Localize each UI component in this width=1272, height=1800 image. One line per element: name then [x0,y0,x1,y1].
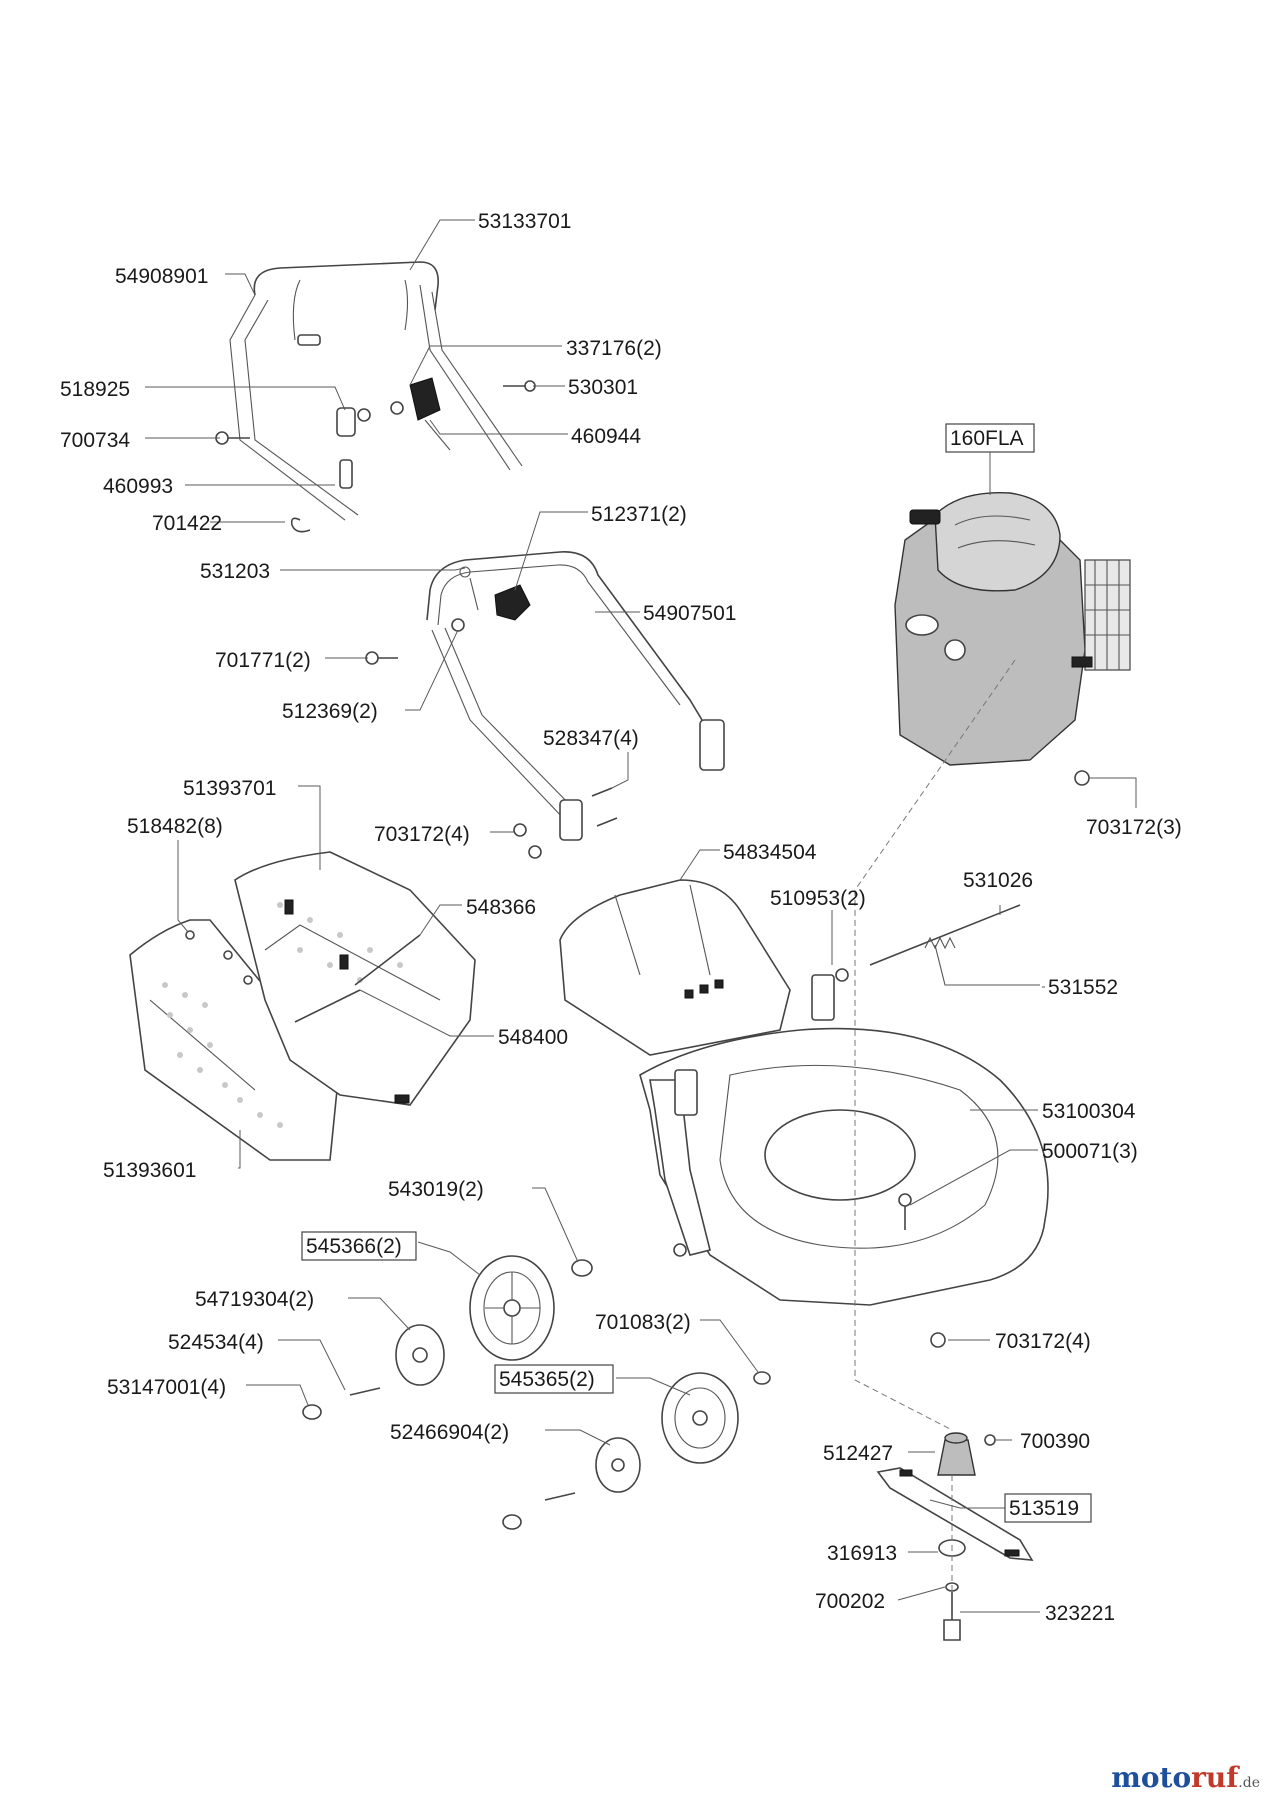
bolts-500071 [898,1193,912,1230]
grass-box-top-51393701 [234,851,476,1106]
label-54834504: 54834504 [723,841,817,864]
key-700390 [984,1434,996,1446]
rod-548400 [294,989,361,1023]
washer-510953 [835,968,849,982]
label-460944: 460944 [571,425,641,448]
label-703172c: 703172(4) [995,1330,1091,1353]
axle-531026 [869,904,1021,966]
label-700390: 700390 [1020,1430,1090,1453]
label-513519: 513519 [1009,1497,1079,1520]
label-700734: 700734 [60,429,130,452]
engine-160FLA [894,491,1131,766]
logo-text-moto: moto [1111,1761,1192,1794]
part-labels: 53133701 54908901 337176(2) 518925 53030… [60,210,1182,1625]
front-wheel-545365 [661,1372,739,1464]
label-512371: 512371(2) [591,503,687,526]
label-548366: 548366 [466,896,536,919]
label-510953: 510953(2) [770,887,866,910]
nut-deck-left [673,1243,687,1257]
rod-548366 [354,934,421,986]
label-460993: 460993 [103,475,173,498]
rear-flap-54834504 [559,879,791,1056]
grass-box-51393601 [129,919,341,1161]
label-700202: 700202 [815,1590,885,1613]
label-53147001: 53147001(4) [107,1376,226,1399]
label-512427: 512427 [823,1442,893,1465]
nut-703172-deck [930,1332,946,1348]
hubcap-52466904 [595,1437,641,1493]
adapter-512427 [937,1432,976,1476]
washer-701083 [753,1371,771,1385]
nuts-703172 [513,823,542,859]
label-543019: 543019(2) [388,1178,484,1201]
label-52466904: 52466904(2) [390,1421,509,1444]
label-548400: 548400 [498,1026,568,1049]
label-54907501: 54907501 [643,602,736,625]
label-316913: 316913 [827,1542,897,1565]
spring-531552 [934,944,1040,986]
label-500071: 500071(3) [1042,1140,1138,1163]
label-703172b: 703172(3) [1086,816,1182,839]
deck-53100304 [639,974,1049,1306]
cable-clip-460993 [339,459,353,489]
label-323221: 323221 [1045,1602,1115,1625]
label-337176: 337176(2) [566,337,662,360]
clip-701422 [290,517,311,533]
bolt-323221 [943,1592,961,1641]
label-518925: 518925 [60,378,130,401]
logo-text-ruf: ruf [1191,1761,1239,1794]
label-518482: 518482(8) [127,815,223,838]
screw-530301 [503,380,536,392]
washer-543019 [571,1259,593,1277]
cap-53147001 [302,1404,322,1420]
motoruf-logo: motoruf.de [1111,1761,1260,1794]
label-51393701: 51393701 [183,777,276,800]
spring-531203 [459,566,479,611]
label-512369: 512369(2) [282,700,378,723]
label-54719304: 54719304(2) [195,1288,314,1311]
brake-lever-460944 [390,377,451,451]
label-703172a: 703172(4) [374,823,470,846]
lower-handle [426,551,725,841]
hubcap-54719304 [395,1324,445,1386]
bolt-701771 [365,651,398,665]
box-545366 [301,1231,417,1261]
leader-lines [145,219,1137,1613]
logo-text-domain: .de [1238,1775,1260,1791]
label-160FLA: 160FLA [950,427,1024,450]
label-545365: 545365(2) [499,1368,595,1391]
blade-513519 [876,1467,1034,1561]
bolt-front [544,1492,576,1501]
label-701771: 701771(2) [215,649,311,672]
bolt-700734 [215,431,250,445]
label-531203: 531203 [200,560,270,583]
upper-handle [229,261,523,521]
label-524534: 524534(4) [168,1331,264,1354]
label-528347: 528347(4) [543,727,639,750]
bolt-524534 [349,1387,381,1396]
box-545365 [494,1364,614,1394]
label-53100304: 53100304 [1042,1100,1136,1123]
label-54908901: 54908901 [115,265,208,288]
rivets-518482 [185,930,253,985]
washer-512369 [451,618,465,632]
cap-front [502,1514,522,1530]
box-513519 [1004,1493,1092,1523]
label-701422: 701422 [152,512,222,535]
label-53133701: 53133701 [478,210,571,233]
knob-518925 [336,407,371,437]
label-531552: 531552 [1048,976,1118,999]
rear-wheel-545366 [469,1255,555,1361]
label-545366: 545366(2) [306,1235,402,1258]
label-701083: 701083(2) [595,1311,691,1334]
engine-shaft-alignment [854,659,1016,1431]
label-51393601: 51393601 [103,1159,196,1182]
label-531026: 531026 [963,869,1033,892]
label-530301: 530301 [568,376,638,399]
nut-703172-engine [1074,770,1090,786]
bolts-528347 [591,787,618,827]
